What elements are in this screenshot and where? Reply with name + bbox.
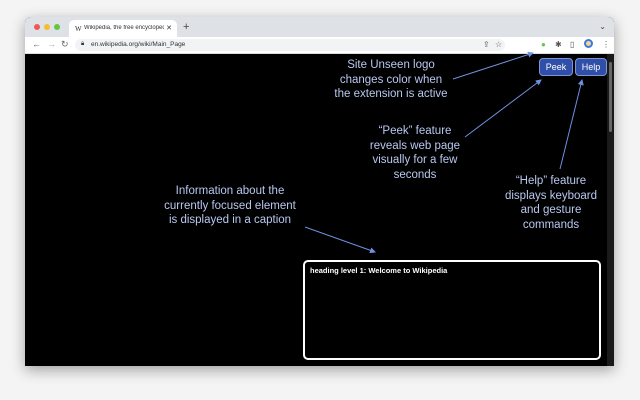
tab-bar: W Wikipedia, the free encyclopedia ✕ + ⌄ — [25, 17, 614, 37]
annotation-line: is displayed in a caption — [168, 214, 292, 226]
annotation-line: “Help” feature — [515, 175, 587, 187]
chevron-down-icon[interactable]: ⌄ — [599, 22, 606, 31]
annotation-line: changes color when — [339, 73, 443, 86]
page-content — [25, 54, 607, 366]
annotation-line: visually for a few — [372, 154, 458, 166]
annotation-line: “Peek” feature — [378, 125, 452, 137]
scrollbar[interactable] — [607, 54, 614, 366]
extensions-puzzle-icon[interactable]: ✱ — [555, 40, 562, 49]
wikipedia-favicon-icon: W — [75, 25, 82, 33]
menu-dots-icon[interactable]: ⋮ — [602, 40, 610, 49]
annotation-line: Site Unseen logo — [347, 59, 435, 71]
annotation-line: reveals web page — [369, 139, 461, 152]
annotation-help: “Help” feature displays keyboard and ges… — [495, 174, 607, 232]
arrow-to-peek — [464, 79, 542, 138]
arrow-to-caption — [304, 226, 376, 254]
peek-button[interactable]: Peek — [539, 58, 573, 76]
url-text: en.wikipedia.org/wiki/Main_Page — [91, 41, 186, 48]
close-tab-icon[interactable]: ✕ — [166, 25, 172, 32]
annotation-line: seconds — [393, 168, 437, 181]
tab-title: Wikipedia, the free encyclopedia — [84, 25, 164, 31]
annotation-line: commands — [522, 218, 580, 231]
annotation-peek: “Peek” feature reveals web page visually… — [355, 124, 475, 182]
focused-element-caption: heading level 1: Welcome to Wikipedia — [303, 260, 601, 360]
toolbar: ← → ↻ 🔒︎ en.wikipedia.org/wiki/Main_Page… — [25, 37, 614, 54]
annotation-line: the extension is active — [334, 88, 448, 100]
new-tab-icon[interactable]: + — [183, 21, 190, 33]
side-panel-icon[interactable]: ▯ — [570, 40, 575, 49]
annotation-arrows — [304, 51, 584, 254]
close-window-button[interactable] — [34, 24, 40, 30]
minimize-window-button[interactable] — [44, 24, 50, 30]
scrollbar-thumb[interactable] — [609, 62, 612, 132]
profile-avatar[interactable] — [584, 39, 593, 48]
annotation-line: displays keyboard — [504, 189, 598, 202]
browser-window: W Wikipedia, the free encyclopedia ✕ + ⌄… — [25, 17, 614, 366]
annotation-line: Information about the — [175, 185, 285, 197]
bookmark-star-icon[interactable]: ☆ — [495, 40, 503, 49]
lock-icon: 🔒︎ — [81, 41, 85, 47]
annotation-line: and gesture — [520, 204, 582, 216]
tab-wikipedia[interactable]: W Wikipedia, the free encyclopedia ✕ — [69, 20, 177, 37]
forward-icon[interactable]: → — [47, 39, 56, 49]
address-bar[interactable]: 🔒︎ en.wikipedia.org/wiki/Main_Page ⇪ ☆ — [75, 39, 505, 51]
help-button[interactable]: Help — [575, 58, 607, 76]
arrow-to-logo — [452, 51, 534, 80]
annotation-logo: Site Unseen logo changes color when the … — [315, 58, 467, 102]
caption-text: heading level 1: Welcome to Wikipedia — [310, 266, 448, 275]
site-unseen-logo-icon[interactable]: ● — [541, 40, 546, 49]
reload-icon[interactable]: ↻ — [61, 39, 69, 49]
maximize-window-button[interactable] — [54, 24, 60, 30]
annotation-caption: Information about the currently focused … — [150, 184, 310, 228]
annotation-line: currently focused element — [164, 199, 296, 212]
share-icon[interactable]: ⇪ — [483, 40, 490, 49]
arrow-to-help — [559, 79, 584, 170]
back-icon[interactable]: ← — [32, 39, 41, 49]
